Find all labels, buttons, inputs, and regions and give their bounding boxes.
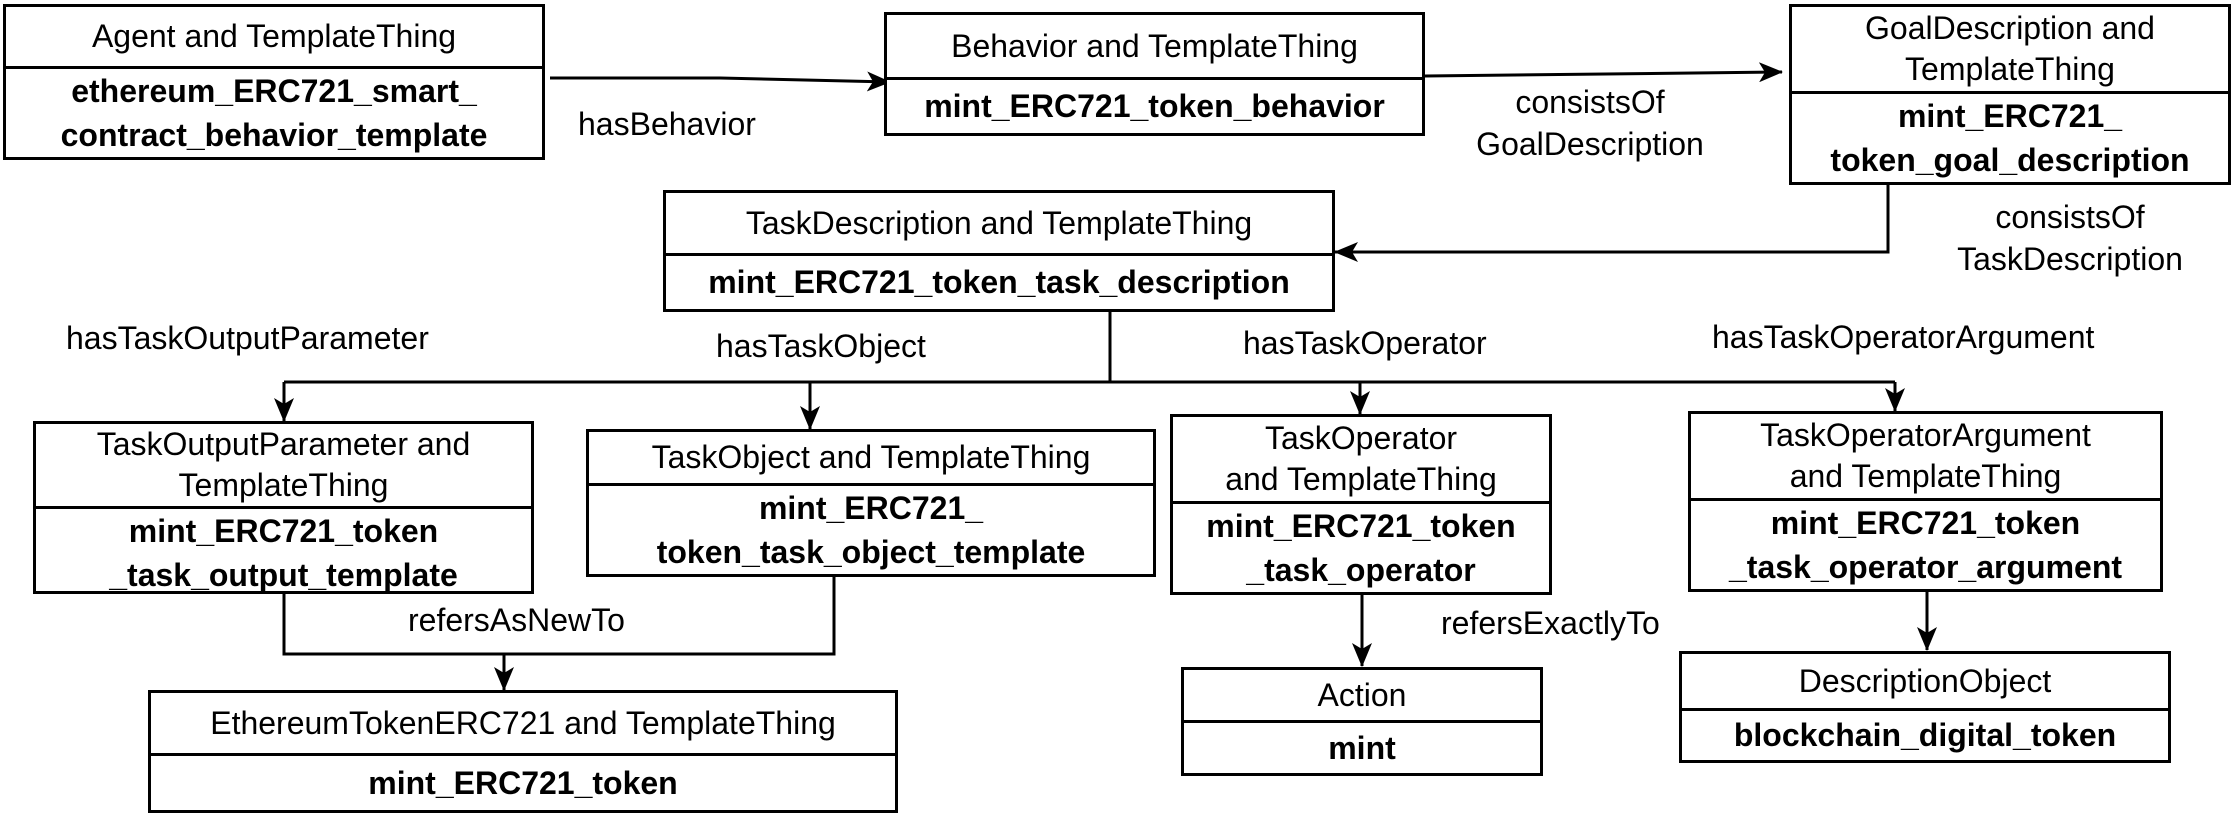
label-has-task-operator: hasTaskOperator [1243, 325, 1487, 361]
node-agent-type: Agent and TemplateThing [6, 7, 542, 69]
node-task-description: TaskDescription and TemplateThing mint_E… [663, 190, 1335, 312]
node-task-description-instance: mint_ERC721_token_task_description [708, 264, 1290, 301]
node-behavior-instance: mint_ERC721_token_behavior [924, 88, 1385, 125]
node-task-object-type: TaskObject and TemplateThing [589, 432, 1153, 486]
node-task-description-type: TaskDescription and TemplateThing [666, 193, 1332, 256]
label-has-task-operator-argument: hasTaskOperatorArgument [1712, 319, 2095, 355]
node-action-instance: mint [1328, 729, 1396, 766]
node-task-object: TaskObject and TemplateThing mint_ERC721… [586, 429, 1156, 577]
edge-consists-of-goal [1424, 62, 1783, 83]
node-ethereum-token-type: EthereumTokenERC721 and TemplateThing [151, 693, 895, 756]
label-refers-exactly-to: refersExactlyTo [1441, 605, 1660, 641]
node-task-output-parameter: TaskOutputParameter and TemplateThing mi… [33, 421, 534, 594]
label-refers-as-new-to: refersAsNewTo [408, 602, 625, 638]
node-task-operator-type: TaskOperator and TemplateThing [1173, 417, 1549, 504]
label-has-task-object: hasTaskObject [716, 328, 926, 364]
node-behavior-type: Behavior and TemplateThing [887, 15, 1422, 80]
node-ethereum-token-instance: mint_ERC721_token [368, 764, 678, 801]
node-ethereum-token: EthereumTokenERC721 and TemplateThing mi… [148, 690, 898, 813]
label-consists-of-goal-description: consistsOf GoalDescription [1476, 84, 1704, 162]
node-task-operator-argument: TaskOperatorArgument and TemplateThing m… [1688, 411, 2163, 592]
node-goal-description-instance: mint_ERC721_ token_goal_description [1830, 97, 2190, 178]
node-goal-description-type: GoalDescription and TemplateThing [1792, 7, 2228, 94]
node-agent-instance: ethereum_ERC721_smart_ contract_behavior… [60, 72, 488, 153]
label-consists-of-task-description: consistsOf TaskDescription [1957, 199, 2183, 277]
node-task-output-parameter-type: TaskOutputParameter and TemplateThing [36, 424, 531, 509]
edge-consists-of-task [1334, 185, 1890, 262]
label-has-behavior: hasBehavior [578, 106, 756, 142]
node-task-operator-argument-instance: mint_ERC721_token _task_operator_argumen… [1728, 504, 2123, 585]
edge-refers-as-new-to [282, 577, 836, 656]
node-description-object-type: DescriptionObject [1682, 654, 2168, 711]
edge-has-behavior [550, 71, 891, 92]
node-goal-description: GoalDescription and TemplateThing mint_E… [1789, 4, 2231, 185]
node-task-output-parameter-instance: mint_ERC721_token _task_output_template [109, 512, 458, 594]
node-action-type: Action [1184, 670, 1540, 723]
node-task-operator: TaskOperator and TemplateThing mint_ERC7… [1170, 414, 1552, 595]
node-description-object-instance: blockchain_digital_token [1733, 717, 2117, 754]
label-has-task-output-parameter: hasTaskOutputParameter [66, 320, 429, 356]
node-description-object: DescriptionObject blockchain_digital_tok… [1679, 651, 2171, 763]
node-task-operator-argument-type: TaskOperatorArgument and TemplateThing [1691, 414, 2160, 501]
node-agent: Agent and TemplateThing ethereum_ERC721_… [3, 4, 545, 160]
node-action: Action mint [1181, 667, 1543, 776]
node-behavior: Behavior and TemplateThing mint_ERC721_t… [884, 12, 1425, 136]
node-task-object-instance: mint_ERC721_ token_task_object_template [656, 489, 1086, 570]
node-task-operator-instance: mint_ERC721_token _task_operator [1206, 507, 1516, 588]
